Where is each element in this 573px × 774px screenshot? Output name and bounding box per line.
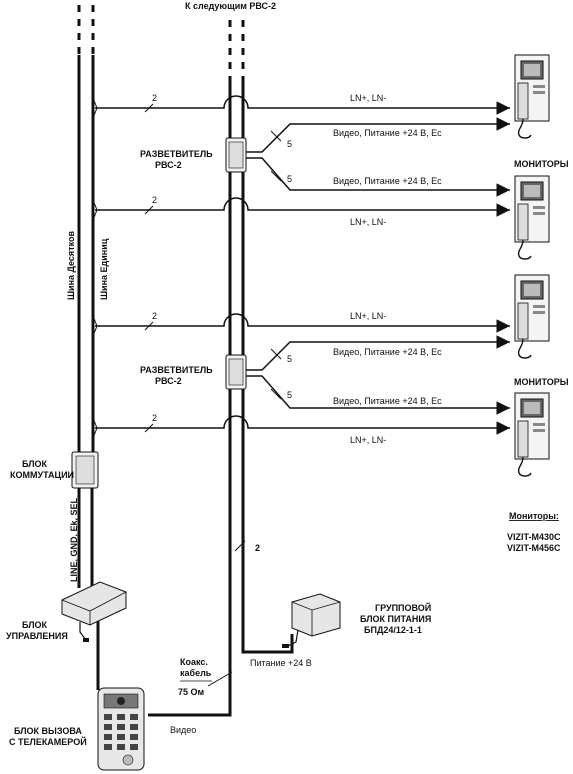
coax-impedance: 75 Ом: [178, 687, 205, 697]
splitter-2-outputs: [245, 335, 510, 415]
power-block-line1: ГРУППОВОЙ: [375, 602, 431, 613]
switch-block-line1: БЛОК: [22, 459, 48, 469]
control-block-icon: [61, 581, 127, 642]
monitor-model-1: VIZIT-M430C: [507, 532, 561, 542]
ln-label-4: LN+, LN-: [350, 435, 386, 445]
switch-block-icon: [71, 451, 99, 489]
splitter-2-title: РАЗВЕТВИТЕЛЬ: [140, 365, 213, 375]
monitor-1-icon: [514, 54, 550, 139]
monitor-model-2: VIZIT-M456C: [507, 543, 561, 553]
monitor-3-icon: [514, 274, 550, 359]
call-block-line2: С ТЕЛЕКАМЕРОЙ: [9, 736, 87, 747]
top-dashes: [77, 5, 245, 80]
coax-line1: Коакс.: [180, 657, 208, 667]
power-block-icon: [282, 593, 341, 648]
monitor-4-icon: [514, 392, 550, 477]
splitter-1-model: РВС-2: [155, 160, 182, 170]
bus-tens-label: Шина Десятков: [66, 231, 76, 300]
ln-label-3: LN+, LN-: [350, 311, 386, 321]
count-5-d: 5: [287, 390, 292, 400]
bus-units-label: Шина Единиц: [99, 238, 109, 300]
splitter-2-icon: [225, 354, 247, 390]
count-2-bus: 2: [255, 543, 260, 553]
video-power-label-2: Видео, Питание +24 В, Ec: [333, 176, 442, 186]
monitors-label-2: МОНИТОРЫ: [514, 377, 569, 387]
count-2-d: 2: [152, 413, 157, 423]
ln-lines: [92, 95, 510, 439]
bus-signals-label: LINE, GND, Ek, SEL: [69, 497, 79, 582]
power-label: Питание +24 В: [250, 658, 312, 668]
splitter-1-outputs: [245, 117, 510, 197]
video-power-label-3: Видео, Питание +24 В, Ec: [333, 347, 442, 357]
call-block-line1: БЛОК ВЫЗОВА: [14, 726, 82, 736]
ln-label-1: LN+, LN-: [350, 93, 386, 103]
ln-label-2: LN+, LN-: [350, 217, 386, 227]
control-block-line2: УПРАВЛЕНИЯ: [6, 631, 68, 641]
video-power-label-1: Видео, Питание +24 В, Ec: [333, 128, 442, 138]
count-5-a: 5: [287, 139, 292, 149]
monitor-2-icon: [514, 175, 550, 260]
count-2-a: 2: [152, 93, 157, 103]
monitors-models-title: Мониторы:: [509, 511, 559, 521]
count-5-c: 5: [287, 354, 292, 364]
switch-to-control-wires: [77, 488, 100, 690]
video-label: Видео: [170, 725, 196, 735]
splitter-2-model: РВС-2: [155, 376, 182, 386]
count-2-c: 2: [152, 311, 157, 321]
coax-line2: кабель: [180, 668, 212, 678]
count-2-b: 2: [152, 195, 157, 205]
power-block-line3: БПД24/12-1-1: [364, 625, 422, 635]
splitter-1-title: РАЗВЕТВИТЕЛЬ: [140, 149, 213, 159]
count-5-b: 5: [287, 174, 292, 184]
top-label: К следующим РВС-2: [185, 1, 276, 11]
control-block-line1: БЛОК: [22, 620, 48, 630]
power-block-line2: БЛОК ПИТАНИЯ: [360, 614, 431, 624]
video-power-label-4: Видео, Питание +24 В, Ec: [333, 396, 442, 406]
switch-block-line2: КОММУТАЦИИ: [10, 470, 74, 480]
call-block-icon: [97, 687, 145, 771]
monitors-label-1: МОНИТОРЫ: [514, 159, 569, 169]
splitter-1-icon: [225, 137, 247, 173]
